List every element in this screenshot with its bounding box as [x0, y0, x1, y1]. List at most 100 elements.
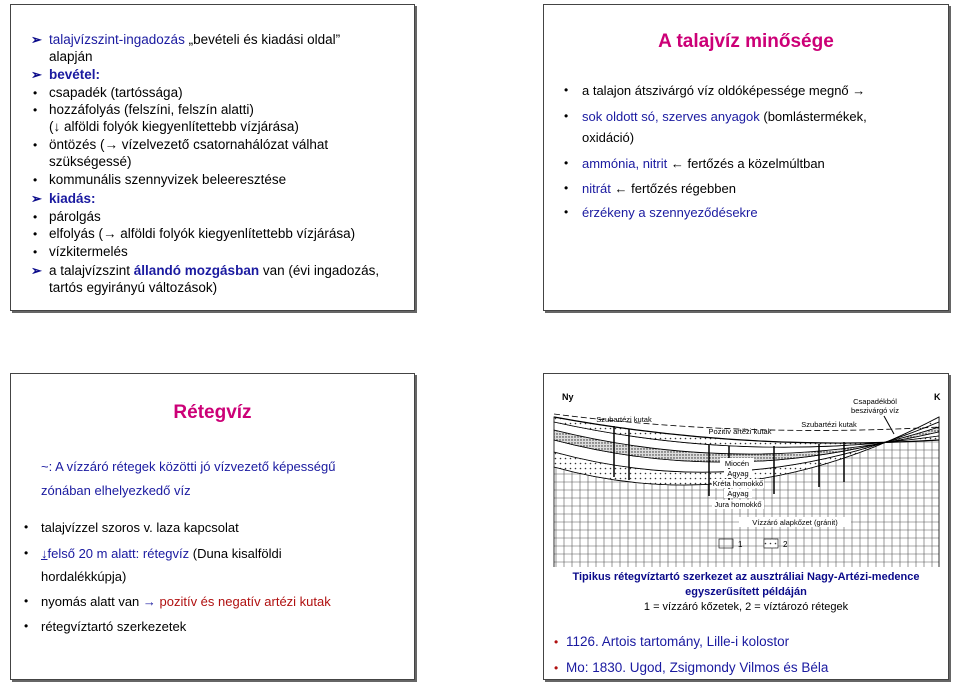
- bullet-3: ammónia, nitrit ← fertőzés a közelmúltba…: [582, 156, 825, 172]
- term-allando: állandó mozgásban: [133, 263, 260, 278]
- label-alapkozet: Vízzáró alapkőzet (gránit): [752, 518, 838, 527]
- caption-2: egyszerűsített példáján: [685, 586, 807, 598]
- slide-artezi-medence: Ny K Csapadékból beszivárgó víz Szubarté…: [543, 373, 949, 680]
- bullet-2: ↓felső 20 m alatt: rétegvíz (Duna kisalf…: [41, 546, 282, 562]
- slide-title: A talajvíz minősége: [658, 31, 834, 52]
- arrow-bullet-icon: ➢: [31, 191, 42, 206]
- infiltration-arrow: [883, 415, 895, 435]
- bullet-icon: •: [24, 594, 29, 608]
- label-kreta: Kréta homokkő: [713, 479, 763, 488]
- arrow-bullet-icon: ➢: [31, 32, 42, 47]
- text: elfolyás (: [49, 226, 104, 241]
- slide-title: Rétegvíz: [173, 402, 252, 423]
- legend-swatch-2: [763, 538, 779, 549]
- text: nitrát: [582, 181, 611, 196]
- label-bg: [724, 469, 752, 478]
- label-pozitiv: Pozitív artézi kutak: [709, 427, 772, 436]
- text: nyomás alatt van: [41, 594, 143, 609]
- definition-1: ~: A vízzáró rétegek közötti jó vízvezet…: [41, 459, 336, 474]
- text: a talajon átszivárgó víz oldóképessége m…: [582, 83, 849, 98]
- bullet-icon: •: [564, 205, 569, 219]
- text: (Duna kisalföldi: [189, 546, 282, 561]
- text: ammónia, nitrit: [582, 156, 668, 171]
- text: (: [49, 119, 54, 134]
- legend-swatch-1: [718, 538, 734, 549]
- bullet-2: Mo: 1830. Ugod, Zsigmondy Vilmos és Béla: [566, 660, 829, 675]
- wells: [613, 426, 845, 500]
- text: van (évi ingadozás,: [259, 263, 380, 278]
- bullet-icon: •: [564, 181, 569, 195]
- slide-talajviz-ingadozas: ➢ talajvízszint-ingadozás „bevételi és k…: [10, 4, 415, 311]
- label-csapadek-1: Csapadékból: [853, 397, 897, 406]
- line-15: tartós egyirányú változások): [49, 280, 218, 295]
- arrow-bullet-icon: ➢: [31, 67, 42, 82]
- right-arrow-icon: →: [852, 83, 866, 98]
- line-12: elfolyás (→ alföldi folyók kiegyenlített…: [49, 226, 355, 242]
- label-bg: [720, 458, 754, 468]
- line-5: hozzáfolyás (felszíni, felszín alatti): [49, 102, 254, 117]
- bullet-icon: •: [33, 138, 38, 152]
- caption-1: Tipikus rétegvíztartó szerkezet az auszt…: [572, 571, 920, 583]
- line-9: kommunális szennyvizek beleeresztése: [49, 172, 287, 187]
- arrow-bullet-icon: ➢: [31, 263, 42, 278]
- piezometric-line: [553, 413, 940, 431]
- label-agyag-2: Agyag: [727, 489, 748, 498]
- down-arrow-icon: ↓: [41, 546, 48, 561]
- line-8: szükségessé): [49, 154, 132, 169]
- bullet-4: nitrát ← fertőzés régebben: [582, 181, 736, 197]
- slide-talajviz-minosege: A talajvíz minősége • a talajon átszivár…: [543, 4, 949, 311]
- text: vízelvezető csatornahálózat válhat: [118, 137, 329, 152]
- slide-retegviz: Rétegvíz ~: A vízzáró rétegek közötti jó…: [10, 373, 415, 680]
- bullet-icon: •: [554, 635, 559, 649]
- text: sok oldott só, szerves anyagok: [582, 109, 760, 124]
- bullet-1: talajvízzel szoros v. laza kapcsolat: [41, 520, 239, 535]
- label-csapadek-2: beszivárgó víz: [851, 406, 899, 415]
- label-ny: Ny: [562, 392, 574, 402]
- label-k: K: [934, 392, 941, 402]
- bullet-icon: •: [33, 173, 38, 187]
- bullet-icon: •: [564, 156, 569, 170]
- bullet-3: nyomás alatt van → pozitív és negatív ar…: [41, 594, 331, 610]
- line-1: talajvízszint-ingadozás „bevételi és kia…: [49, 32, 340, 48]
- text: fertőzés régebben: [627, 181, 736, 196]
- bullet-icon: •: [554, 661, 559, 675]
- label-bg: [724, 489, 752, 498]
- heading-bevetel: bevétel:: [49, 67, 101, 82]
- line-6: (↓ alföldi folyók kiegyenlítettebb vízjá…: [49, 119, 299, 135]
- text: pozitív és negatív artézi kutak: [155, 594, 331, 609]
- right-arrow-icon: →: [104, 137, 119, 152]
- bullet-2-cont: hordalékkúpja): [41, 569, 127, 584]
- label-agyag-1: Agyag: [727, 469, 748, 478]
- artesian-basin-diagram: Ny K Csapadékból beszivárgó víz Szubarté…: [553, 392, 941, 567]
- bullet-2-cont: oxidáció): [582, 130, 635, 145]
- bullet-1: a talajon átszivárgó víz oldóképessége m…: [582, 83, 865, 99]
- left-arrow-icon: ←: [614, 181, 628, 196]
- line-13: vízkitermelés: [49, 244, 128, 259]
- label-bg: [739, 517, 851, 527]
- label-jura: Jura homokkő: [714, 500, 761, 509]
- bullet-icon: •: [33, 103, 38, 117]
- legend-2: 2: [783, 540, 788, 549]
- line-14: a talajvízszint állandó mozgásban van (é…: [49, 263, 379, 279]
- bullet-icon: •: [564, 109, 569, 123]
- text: fertőzés a közelmúltban: [683, 156, 825, 171]
- line-2: alapján: [49, 49, 93, 64]
- label-miocen: Miocén: [725, 459, 749, 468]
- right-arrow-icon: →: [142, 594, 156, 609]
- bullet-icon: •: [564, 83, 569, 97]
- label-bg: [712, 479, 764, 488]
- text: a talajvízszint: [49, 263, 134, 278]
- label-szub-2: Szubartézi kutak: [801, 420, 857, 429]
- bullet-5: érzékeny a szennyeződésekre: [582, 205, 758, 220]
- term-vizszint: talajvízszint-ingadozás: [49, 32, 185, 47]
- text: felső 20 m alatt: rétegvíz: [47, 546, 190, 561]
- bullet-icon: •: [24, 546, 29, 560]
- line-7: öntözés (→ vízelvezető csatornahálózat v…: [49, 137, 328, 153]
- left-arrow-icon: ←: [670, 156, 684, 171]
- right-arrow-icon: →: [103, 226, 117, 241]
- legend-1: 1: [738, 540, 743, 549]
- bullet-2: sok oldott só, szerves anyagok (bomláste…: [582, 109, 867, 125]
- text: „bevételi és kiadási oldal”: [184, 32, 341, 47]
- text: alföldi folyók kiegyenlítettebb vízjárás…: [60, 119, 299, 134]
- line-11: párolgás: [49, 209, 101, 224]
